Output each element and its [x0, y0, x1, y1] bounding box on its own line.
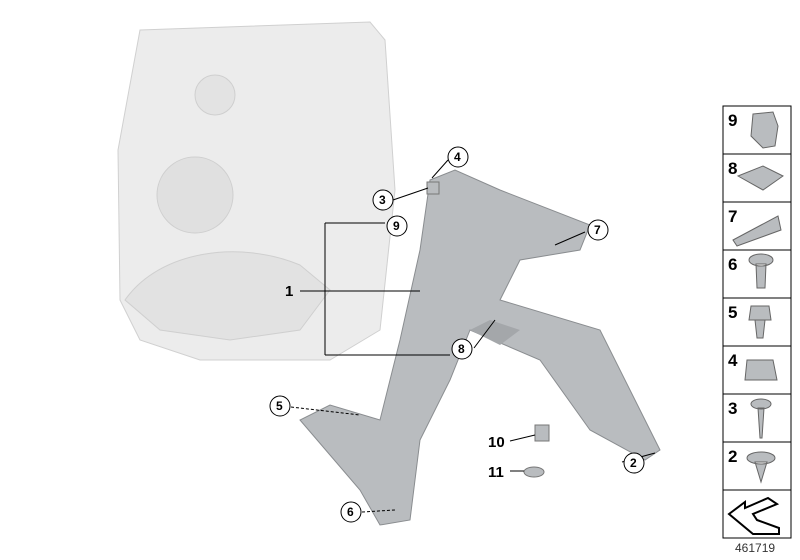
- legend-number: 4: [728, 351, 738, 370]
- clip-strip-icon: [732, 215, 782, 247]
- svg-text:10: 10: [488, 434, 505, 451]
- clip-nut-rivet-icon: [748, 305, 772, 339]
- legend-item-9: 9: [722, 105, 792, 155]
- square-nut-icon: [744, 359, 778, 381]
- legend-item-6: 6: [722, 249, 792, 299]
- svg-text:6: 6: [347, 505, 354, 519]
- svg-text:7: 7: [594, 223, 601, 237]
- legend-number: 2: [728, 447, 737, 466]
- legend-number: 7: [728, 207, 737, 226]
- svg-text:4: 4: [454, 150, 461, 164]
- svg-text:5: 5: [276, 399, 283, 413]
- legend-item-arrow: [722, 489, 792, 539]
- diagram-id: 461719: [735, 541, 776, 555]
- legend-item-7: 7: [722, 201, 792, 251]
- expanding-rivet-icon: [748, 253, 774, 289]
- legend-number: 3: [728, 399, 737, 418]
- legend-item-3: 3: [722, 393, 792, 443]
- legend-item-4: 4: [722, 345, 792, 395]
- door-trim-panel: [117, 21, 396, 361]
- arrow-icon: [727, 496, 780, 535]
- callout-6: 6: [340, 501, 362, 523]
- pillar-trim-part: [299, 169, 661, 526]
- part-11: [523, 466, 545, 478]
- part-10: [534, 424, 550, 442]
- callout-2: 2: [623, 452, 645, 474]
- clip-icon: [750, 111, 779, 149]
- callout-8: 8: [451, 338, 473, 360]
- callout-3: 3: [372, 189, 394, 211]
- legend-number: 5: [728, 303, 737, 322]
- callout-11: 11: [488, 464, 504, 481]
- legend-number: 9: [728, 111, 737, 130]
- legend-number: 6: [728, 255, 737, 274]
- part-3-screw: [426, 181, 440, 195]
- bracket-clip-icon: [736, 165, 784, 191]
- svg-text:2: 2: [630, 456, 637, 470]
- push-rivet-icon: [746, 451, 776, 484]
- callout-4: 4: [447, 146, 469, 168]
- callout-10: 10: [488, 434, 505, 451]
- callout-7: 7: [587, 219, 609, 241]
- legend-number: 8: [728, 159, 737, 178]
- legend-item-2: 2: [722, 441, 792, 491]
- svg-text:3: 3: [379, 193, 386, 207]
- parts-legend: 9 8 7 6 5 4 3 2: [722, 105, 792, 539]
- legend-item-5: 5: [722, 297, 792, 347]
- screw-icon: [750, 398, 772, 439]
- legend-item-8: 8: [722, 153, 792, 203]
- svg-text:8: 8: [458, 342, 465, 356]
- callout-1: 1: [285, 283, 293, 300]
- svg-text:11: 11: [488, 464, 504, 481]
- svg-text:1: 1: [285, 283, 293, 300]
- callout-5: 5: [269, 395, 291, 417]
- callout-9: 9: [386, 215, 408, 237]
- svg-text:9: 9: [393, 219, 400, 233]
